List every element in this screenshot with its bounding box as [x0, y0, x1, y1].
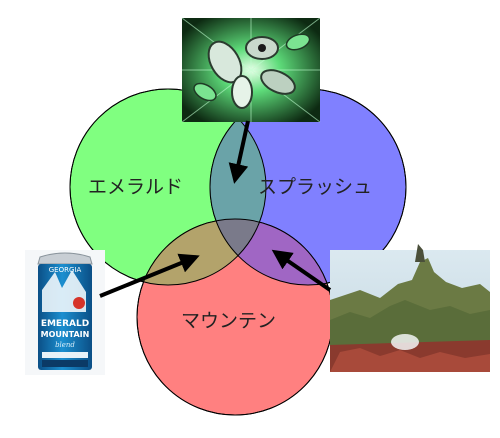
- label-mountain: マウンテン: [181, 310, 276, 332]
- can-line1: EMERALD: [41, 319, 89, 329]
- splash-mountain-photo-icon: [330, 244, 490, 372]
- arrow-can-to-emerald-mountain: [99, 253, 200, 298]
- label-emerald: エメラルド: [88, 176, 183, 198]
- can-line3: blend: [55, 341, 75, 349]
- can-line2: MOUNTAIN: [41, 330, 90, 339]
- green-robot-art-icon: [181, 17, 321, 123]
- arrow-photo-to-splash-mountain: [271, 249, 332, 292]
- coffee-can-icon: GEORGIA EMERALD MOUNTAIN blend: [25, 250, 105, 375]
- label-splash: スプラッシュ: [258, 176, 372, 198]
- arrow-robot-to-emerald-splash: [228, 120, 250, 184]
- can-brand: GEORGIA: [49, 266, 82, 274]
